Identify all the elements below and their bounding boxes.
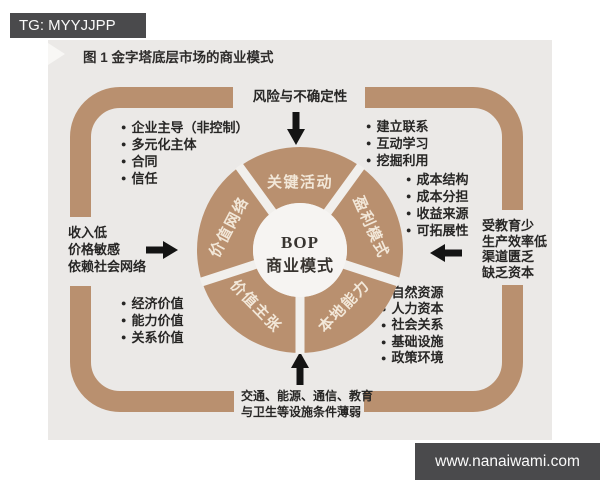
factor-right-constraints: 受教育少 生产效率低 渠道匮乏 缺乏资本 xyxy=(482,218,547,280)
list-profit-model: ●成本结构 ●成本分担 ●收益来源 ●可拓展性 xyxy=(406,171,468,239)
bullet-icon: ● xyxy=(406,191,412,201)
list-item: ●互动学习 xyxy=(366,136,429,151)
arrow-left-icon xyxy=(430,244,462,262)
tg-watermark: TG: MYYJJPP xyxy=(10,13,146,38)
list-item: ●能力价值 xyxy=(121,313,184,328)
arrow-down-icon xyxy=(287,112,305,145)
factor-line: 交通、能源、通信、教育 xyxy=(241,389,374,403)
factor-left-market-traits: 收入低 价格敏感 依赖社会网络 xyxy=(68,224,146,275)
arrow-right-icon xyxy=(146,241,178,259)
frame-gap-left xyxy=(66,217,96,286)
bullet-icon: ● xyxy=(366,155,372,165)
factor-line: 与卫生等设施条件薄弱 xyxy=(241,404,362,419)
factor-line: 受教育少 xyxy=(482,218,535,233)
list-item: ●关系价值 xyxy=(121,330,184,345)
list-item: ●成本分担 xyxy=(406,189,469,204)
frame-gap-top xyxy=(233,84,365,112)
hub-title-cn: 商业模式 xyxy=(266,256,334,275)
bullet-icon: ● xyxy=(406,208,412,218)
bullet-icon: ● xyxy=(121,139,127,149)
bullet-icon: ● xyxy=(366,121,372,131)
factor-line: 价格敏感 xyxy=(68,242,121,257)
frame-gap-bottom xyxy=(234,386,364,416)
list-item: ●社会关系 xyxy=(381,317,444,333)
triangle-right-icon xyxy=(48,43,65,65)
list-item: ●企业主导（非控制） xyxy=(121,120,249,135)
list-item: ●可拓展性 xyxy=(406,223,469,238)
bullet-icon: ● xyxy=(406,225,412,235)
bullet-icon: ● xyxy=(121,298,127,308)
arrow-up-icon xyxy=(291,352,309,385)
bullet-icon: ● xyxy=(406,174,412,184)
bullet-icon: ● xyxy=(121,315,127,325)
wheel-donut xyxy=(197,147,404,353)
list-governance: ●企业主导（非控制） ●多元化主体 ●合同 ●信任 xyxy=(121,119,248,187)
bullet-icon: ● xyxy=(121,173,127,183)
list-item: ●多元化主体 xyxy=(121,137,197,152)
factor-risk-uncertainty: 风险与不确定性 xyxy=(252,89,348,104)
bullet-icon: ● xyxy=(121,156,127,166)
factor-line: 缺乏资本 xyxy=(482,264,535,280)
factor-infrastructure-weak: 交通、能源、通信、教育 与卫生等设施条件薄弱 xyxy=(241,389,373,420)
bullet-icon: ● xyxy=(121,332,127,342)
frame-gap-right xyxy=(496,210,528,285)
bop-wheel: 关键活动 盈利模式 本地能力 价值主张 价值网络 BOP 商业模式 xyxy=(197,147,404,354)
list-item: ●建立联系 xyxy=(366,119,429,134)
list-item: ●收益来源 xyxy=(406,206,469,221)
list-item: ●挖掘利用 xyxy=(366,153,429,168)
list-value-types: ●经济价值 ●能力价值 ●关系价值 xyxy=(121,295,183,346)
factor-line: 渠道匮乏 xyxy=(482,249,535,264)
wedge-key-activities: 关键活动 xyxy=(267,173,333,191)
site-watermark: www.nanaiwami.com xyxy=(415,443,600,480)
wheel-hub xyxy=(253,203,347,297)
list-item: ●政策环境 xyxy=(381,349,444,365)
list-local-resources: ●自然资源 ●人力资本 ●社会关系 ●基础设施 ●政策环境 xyxy=(381,285,443,366)
list-item: ●合同 xyxy=(121,154,158,169)
bullet-icon: ● xyxy=(366,138,372,148)
list-item: ●经济价值 xyxy=(121,296,184,311)
bullet-icon: ● xyxy=(381,352,387,363)
bullet-icon: ● xyxy=(381,336,387,347)
factor-line: 收入低 xyxy=(68,225,108,240)
bullet-icon: ● xyxy=(121,122,127,132)
factor-line: 生产效率低 xyxy=(482,233,548,249)
list-item: ●基础设施 xyxy=(381,333,444,349)
list-key-activities: ●建立联系 ●互动学习 ●挖掘利用 xyxy=(366,118,428,169)
list-item: ●信任 xyxy=(121,171,158,186)
bullet-icon: ● xyxy=(381,320,387,331)
hub-title-bop: BOP xyxy=(281,233,319,252)
figure-title: 图 1 金字塔底层市场的商业模式 xyxy=(83,50,274,65)
factor-line: 依赖社会网络 xyxy=(68,259,147,274)
list-item: ●成本结构 xyxy=(406,172,469,187)
